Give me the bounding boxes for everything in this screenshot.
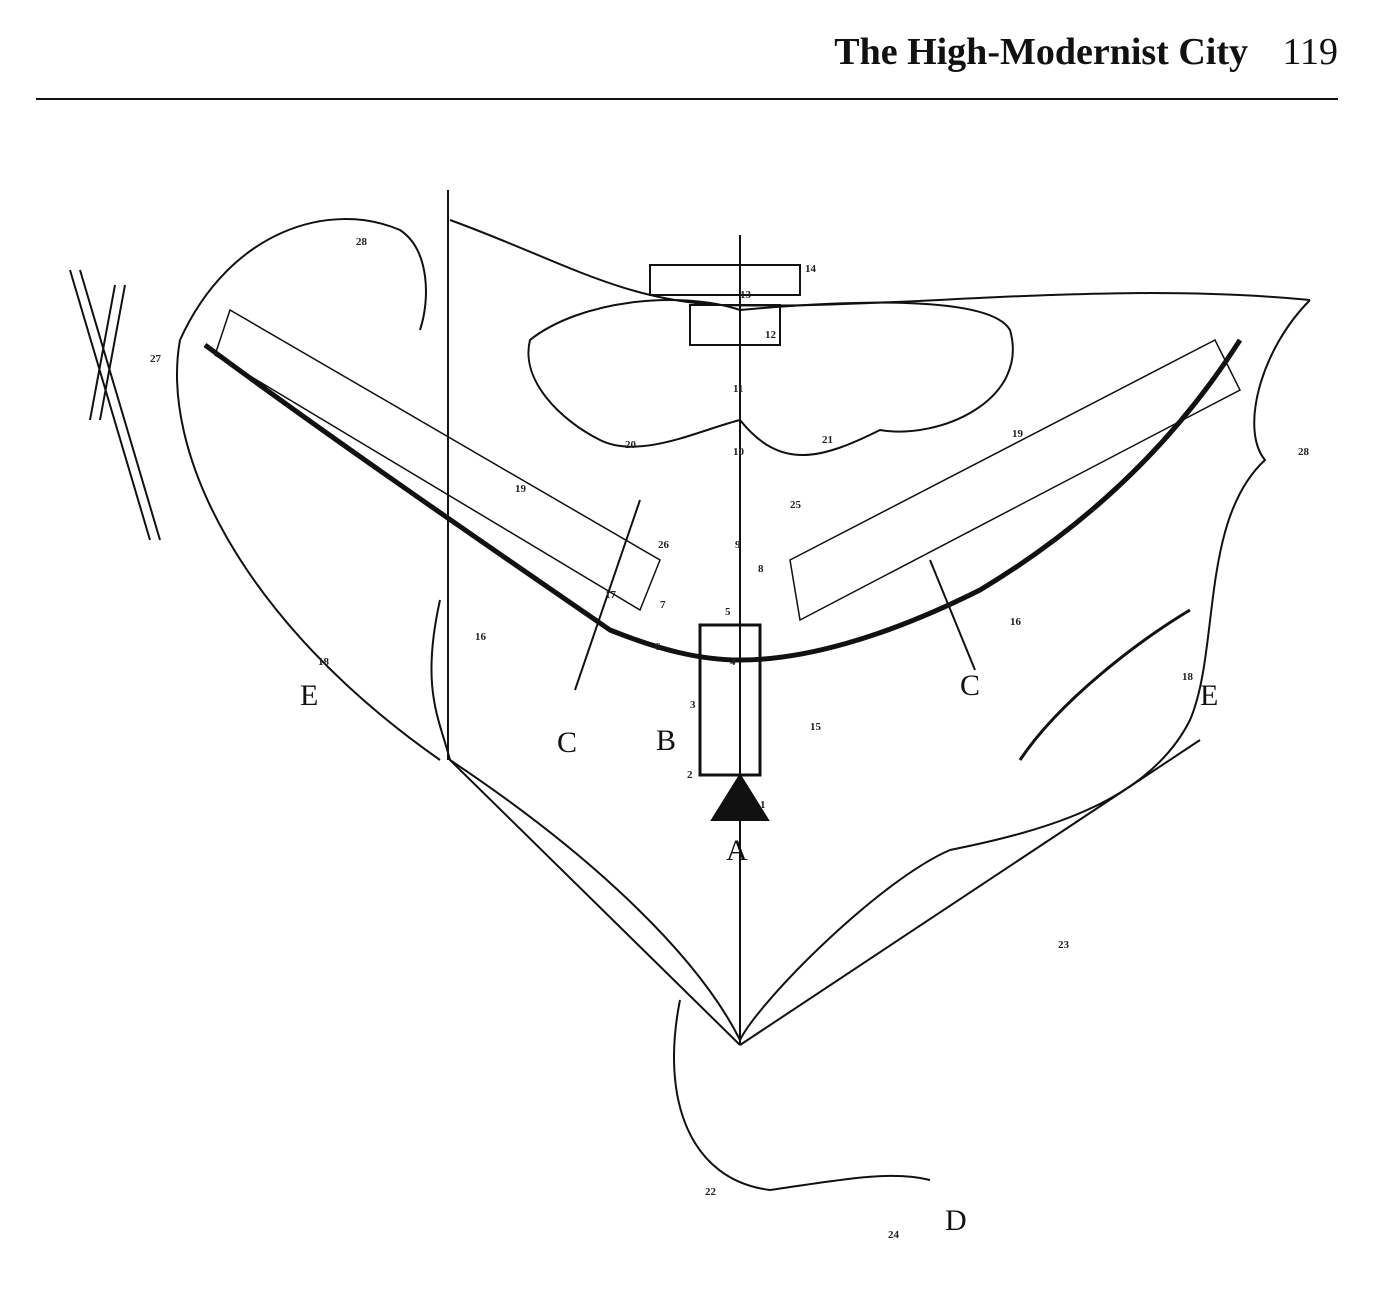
number-9: 9 [735, 539, 741, 551]
number-11: 11 [733, 383, 743, 395]
label-e-left: E [300, 679, 318, 712]
label-e-right: E [1200, 679, 1218, 712]
label-b: B [656, 724, 676, 757]
number-21: 21 [822, 434, 833, 446]
ministries-esplanade [698, 623, 762, 777]
number-25: 25 [790, 499, 802, 511]
number-28-right: 28 [1298, 446, 1310, 458]
label-c-left: C [557, 726, 577, 759]
embassy-sector [1018, 608, 1191, 761]
number-17: 17 [605, 589, 617, 601]
number-10: 10 [733, 446, 745, 458]
number-13: 13 [740, 289, 752, 301]
number-20: 20 [625, 439, 637, 451]
number-5: 5 [725, 606, 731, 618]
number-16-left: 16 [475, 631, 487, 643]
label-c-right: C [960, 669, 980, 702]
running-title: The High-Modernist City [834, 31, 1248, 73]
three-powers-square [710, 773, 770, 821]
pointer-c-left [574, 499, 641, 691]
number-8: 8 [758, 563, 764, 575]
number-6: 6 [655, 641, 661, 653]
number-2: 2 [687, 769, 693, 781]
number-24: 24 [888, 1229, 900, 1241]
label-d: D [945, 1204, 967, 1237]
number-19-left: 19 [515, 483, 527, 495]
number-15: 15 [810, 721, 822, 733]
number-12: 12 [765, 329, 777, 341]
blocks-right [789, 338, 1242, 622]
header-rule [36, 98, 1338, 100]
station-building [649, 264, 801, 296]
peninsula [527, 299, 1014, 456]
number-28-left: 28 [356, 236, 368, 248]
label-a: A [726, 834, 748, 867]
number-14: 14 [805, 263, 817, 275]
number-3: 3 [690, 699, 696, 711]
number-22: 22 [705, 1186, 717, 1198]
residential-axis-left [203, 342, 741, 663]
number-19-right: 19 [1012, 428, 1024, 440]
number-27: 27 [150, 353, 162, 365]
number-18-left: 18 [318, 656, 330, 668]
running-header: The High-Modernist City 119 [36, 20, 1338, 90]
number-7: 7 [660, 599, 666, 611]
residential-axis-right [739, 338, 1243, 663]
number-26: 26 [658, 539, 670, 551]
number-23: 23 [1058, 939, 1070, 951]
number-1: 1 [760, 799, 766, 811]
tower-block [689, 304, 781, 346]
right-diagonal [739, 739, 1201, 1046]
blocks-left [214, 308, 661, 612]
number-16-right: 16 [1010, 616, 1022, 628]
page-number: 119 [1282, 31, 1338, 73]
airport-runway [69, 269, 161, 541]
lower-diagonal [449, 759, 741, 1046]
number-18-right: 18 [1182, 671, 1194, 683]
pointer-c-right [929, 559, 976, 671]
lake-outline [176, 218, 1311, 1043]
number-4: 4 [730, 656, 736, 668]
southern-loop [673, 999, 931, 1192]
